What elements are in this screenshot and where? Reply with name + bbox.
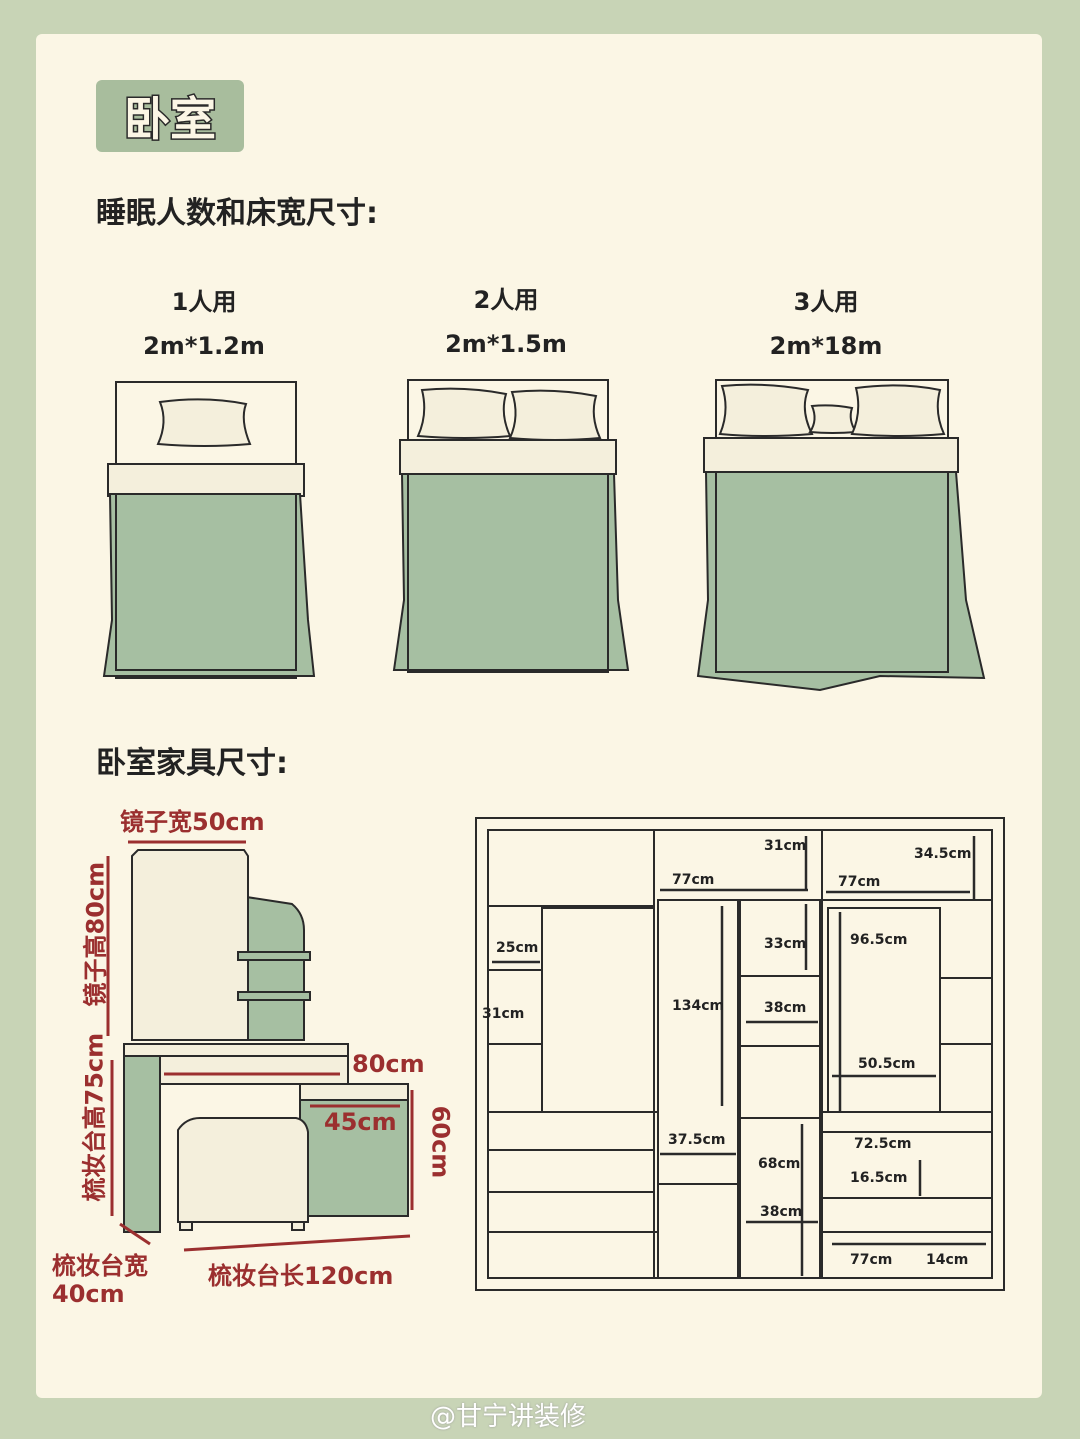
wardrobe-label: 50.5cm [858, 1056, 916, 1072]
wardrobe-label: 77cm [672, 872, 715, 888]
bed1-people: 1人用 [171, 288, 237, 316]
bed2-size: 2m*1.5m [445, 330, 567, 358]
wardrobe-label: 33cm [764, 936, 807, 952]
wardrobe-label: 31cm [764, 838, 807, 854]
bed-triple-illustration [696, 379, 986, 692]
wardrobe-label: 31cm [482, 1006, 525, 1022]
section-title: 卧室 [123, 91, 218, 148]
bed-double-illustration [392, 379, 630, 673]
label-table-height: 梳妆台高75cm [80, 1032, 109, 1202]
wardrobe-label: 16.5cm [850, 1170, 908, 1186]
section-title-badge: 卧室 [96, 80, 244, 152]
vanity-illustration [123, 849, 409, 1233]
furniture-heading: 卧室家具尺寸: [96, 746, 288, 781]
bed-single-illustration [102, 381, 316, 679]
bed3-size: 2m*18m [769, 332, 883, 360]
label-drawer-45: 45cm [324, 1108, 397, 1136]
label-width-80: 80cm [352, 1050, 425, 1078]
label-mirror-width: 镜子宽50cm [120, 808, 265, 836]
wardrobe-label: 38cm [760, 1204, 803, 1220]
label-table-length: 梳妆台长120cm [208, 1262, 394, 1290]
wardrobe-label: 77cm [850, 1252, 893, 1268]
label-mirror-height: 镜子高80cm [81, 861, 110, 1007]
watermark: @甘宁讲装修 [430, 1402, 587, 1432]
vanity-dimension-lines [106, 840, 414, 1252]
bed-heading: 睡眠人数和床宽尺寸: [96, 196, 378, 231]
wardrobe-label: 38cm [764, 1000, 807, 1016]
wardrobe-label: 34.5cm [914, 846, 972, 862]
bed2-people: 2人用 [473, 286, 539, 314]
wardrobe-label: 14cm [926, 1252, 969, 1268]
wardrobe-label: 96.5cm [850, 932, 908, 948]
wardrobe-label: 37.5cm [668, 1132, 726, 1148]
wardrobe-label: 134cm [672, 998, 725, 1014]
wardrobe-illustration [475, 817, 1005, 1291]
wardrobe-label: 68cm [758, 1156, 801, 1172]
label-height-60: 60cm [426, 1105, 455, 1179]
wardrobe-label: 77cm [838, 874, 881, 890]
bed3-people: 3人用 [793, 288, 859, 316]
wardrobe-label: 72.5cm [854, 1136, 912, 1152]
label-table-width: 梳妆台宽 [52, 1252, 148, 1280]
bed1-size: 2m*1.2m [143, 332, 265, 360]
wardrobe-dimension-lines [492, 836, 986, 1276]
wardrobe-label: 25cm [496, 940, 539, 956]
label-table-width-value: 40cm [52, 1280, 125, 1308]
